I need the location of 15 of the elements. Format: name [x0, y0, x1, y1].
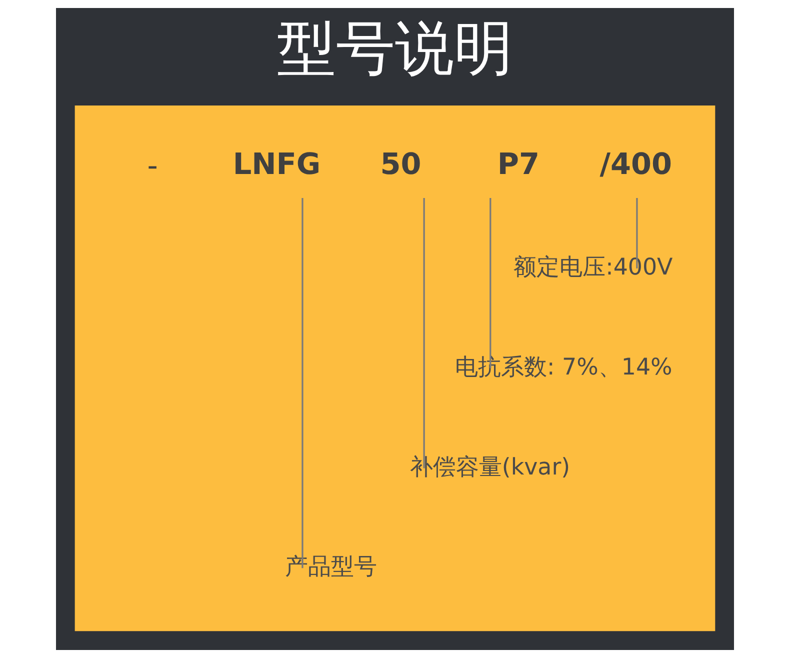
node-text: /400: [600, 147, 672, 182]
node-text: LNFG: [232, 147, 321, 182]
node-text: 额定电压:400V: [514, 254, 673, 280]
cluster: [74, 105, 716, 632]
connector: [423, 198, 425, 468]
node-text: 产品型号: [285, 554, 378, 580]
node-text: 50: [380, 147, 422, 182]
label: -: [147, 148, 158, 183]
diagram-title: 型号说明: [277, 13, 513, 82]
node-text: 电抗系数: 7%、14%: [455, 354, 672, 380]
connector: [302, 198, 304, 568]
node-text: 补偿容量(kvar): [410, 454, 570, 480]
connector: [636, 198, 638, 268]
node-text: P7: [497, 147, 540, 182]
connector: [490, 198, 492, 368]
